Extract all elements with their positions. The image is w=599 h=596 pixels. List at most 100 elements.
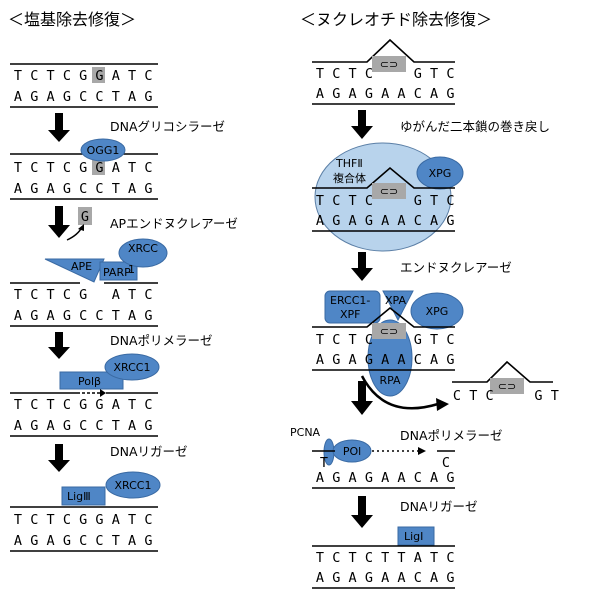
nucleotide-base: T [128, 512, 136, 528]
distorted-strand-top [312, 306, 455, 328]
nucleotide-base: G [144, 181, 152, 197]
xrcc1-label: XRCC1 [115, 479, 152, 492]
nucleotide-base: T [430, 550, 438, 566]
nucleotide-base: T [112, 89, 120, 105]
nucleotide-base: G [30, 308, 38, 324]
nucleotide-base: C [79, 181, 87, 197]
pol-beta-label: Polβ [78, 375, 101, 388]
nucleotide-base: A [316, 570, 324, 586]
nucleotide-base: C [453, 388, 461, 404]
synthesis-arrow-icon [100, 389, 106, 397]
nucleotide-base: A [381, 570, 389, 586]
seq-top-left-base: T [320, 455, 328, 471]
nucleotide-base: A [349, 470, 357, 486]
ogg1-label: OGG1 [87, 144, 120, 157]
nucleotide-base: A [112, 397, 120, 413]
nucleotide-base: A [47, 533, 55, 549]
nucleotide-base: T [349, 550, 357, 566]
nucleotide-base: A [112, 68, 120, 84]
nucleotide-base: C [95, 533, 103, 549]
nucleotide-base: G [332, 570, 340, 586]
nucleotide-base: A [14, 308, 22, 324]
nucleotide-base: T [112, 533, 120, 549]
nucleotide-base: G [365, 470, 373, 486]
nucleotide-base: C [30, 397, 38, 413]
synthesis-arrow-icon [418, 447, 426, 455]
nucleotide-base: C [30, 160, 38, 176]
nucleotide-base: G [446, 470, 454, 486]
step-label-endonuclease: エンドヌクレアーゼ [400, 260, 512, 275]
title-base-excision-repair: ＜塩基除去修復＞ [8, 10, 136, 29]
nucleotide-base: T [349, 66, 357, 82]
nucleotide-base: A [430, 352, 438, 368]
nucleotide-base: T [112, 181, 120, 197]
removed-base-g: G [81, 209, 89, 225]
nucleotide-base: T [47, 287, 55, 303]
down-arrow-icon [48, 206, 70, 238]
nucleotide-base: G [446, 86, 454, 102]
nucleotide-base: C [446, 332, 454, 348]
xpg-label: XPG [429, 167, 452, 180]
nucleotide-base: G [30, 533, 38, 549]
nucleotide-base: T [316, 332, 324, 348]
arrow-head-icon [78, 224, 84, 231]
nucleotide-base: A [14, 533, 22, 549]
step-label-ap-endonuclease: APエンドヌクレアーゼ [110, 216, 238, 231]
step-label-dna-polymerase-ner: DNAポリメラーゼ [400, 428, 503, 443]
step-label-dna-ligase: DNAリガーゼ [110, 444, 188, 459]
nucleotide-base: T [112, 308, 120, 324]
xrcc1-enzyme [105, 471, 161, 499]
nucleotide-base: A [349, 213, 357, 229]
nucleotide-base: C [365, 332, 373, 348]
nucleotide-base: A [128, 533, 136, 549]
nucleotide-base: T [430, 66, 438, 82]
damaged-base-highlight [92, 159, 105, 175]
nucleotide-base: C [144, 512, 152, 528]
nucleotide-base: G [30, 418, 38, 434]
nucleotide-base: A [128, 308, 136, 324]
nucleotide-base: G [79, 287, 87, 303]
nucleotide-base: G [79, 160, 87, 176]
lesion-icon: ⊂⊃ [498, 380, 516, 393]
down-arrow-icon [351, 252, 373, 281]
nucleotide-base: C [144, 68, 152, 84]
ape-enzyme [44, 258, 105, 283]
nucleotide-base: T [47, 160, 55, 176]
nucleotide-base: C [414, 352, 422, 368]
nucleotide-base: A [316, 352, 324, 368]
xpg-enzyme [416, 156, 464, 190]
nucleotide-base: C [63, 68, 71, 84]
nucleotide-base: C [30, 68, 38, 84]
nucleotide-base: G [95, 397, 103, 413]
nucleotide-base: G [414, 66, 422, 82]
parp-label: PARP [103, 266, 131, 279]
nucleotide-base: C [95, 89, 103, 105]
nucleotide-base: G [144, 308, 152, 324]
nucleotide-base: G [30, 181, 38, 197]
nucleotide-base: A [112, 512, 120, 528]
nucleotide-base: G [95, 512, 103, 528]
nucleotide-base: A [47, 308, 55, 324]
nucleotide-base: C [95, 181, 103, 197]
down-arrow-icon [351, 110, 373, 139]
nucleotide-base: G [63, 533, 71, 549]
nucleotide-base: A [397, 470, 405, 486]
xrcc1-enzyme [104, 353, 160, 381]
nucleotide-base: C [414, 213, 422, 229]
nucleotide-base: G [446, 352, 454, 368]
nucleotide-base: A [14, 181, 22, 197]
down-arrow-icon [48, 444, 70, 472]
nucleotide-base: T [14, 287, 22, 303]
nucleotide-base: C [446, 66, 454, 82]
nucleotide-base: C [63, 287, 71, 303]
